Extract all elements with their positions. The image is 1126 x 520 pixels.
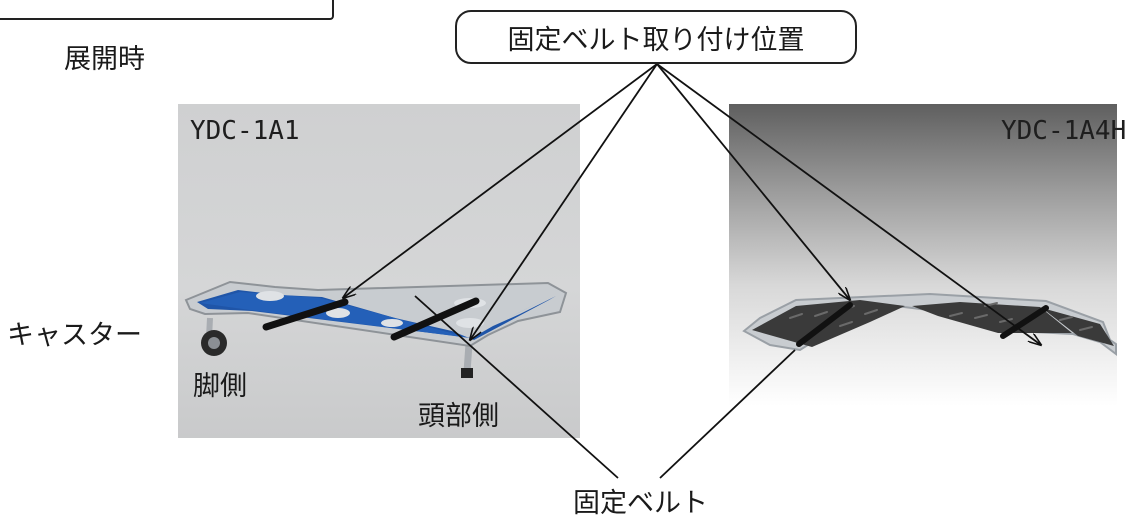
photo-right-ydc-1a4h: [729, 104, 1117, 406]
deployed-label: 展開時: [64, 44, 145, 75]
head-side-label: 頭部側: [418, 401, 499, 432]
stretcher-left-straps: [262, 297, 480, 341]
caster-label: キャスター: [7, 320, 142, 351]
arrow-to-left-strap-2: [470, 63, 658, 340]
stretcher-right-board-3: [1042, 308, 1114, 346]
arrow-to-right-strap-2: [656, 63, 1041, 345]
foot-side-label: 脚側: [193, 371, 247, 402]
leader-to-right-belt: [659, 349, 796, 479]
stretcher-right-board-2: [912, 302, 1072, 333]
stretcher-right-straps: [796, 302, 1049, 347]
belt-position-arrows: [343, 63, 1041, 345]
belt-leader-lines: [414, 295, 796, 479]
belt-label: 固定ベルト: [573, 488, 708, 519]
top-frame-box: [0, 0, 334, 20]
model-label-left: YDC-1A1: [190, 116, 300, 146]
stretcher-right: [742, 292, 1117, 356]
leader-to-left-belt: [414, 295, 619, 479]
model-label-right: YDC-1A4H: [1001, 116, 1126, 146]
arrow-to-left-strap-1: [343, 63, 658, 298]
caster-wheel: [201, 330, 227, 356]
belt-position-callout: 固定ベルト取り付け位置: [455, 10, 857, 64]
arrow-to-right-strap-1: [656, 63, 850, 300]
